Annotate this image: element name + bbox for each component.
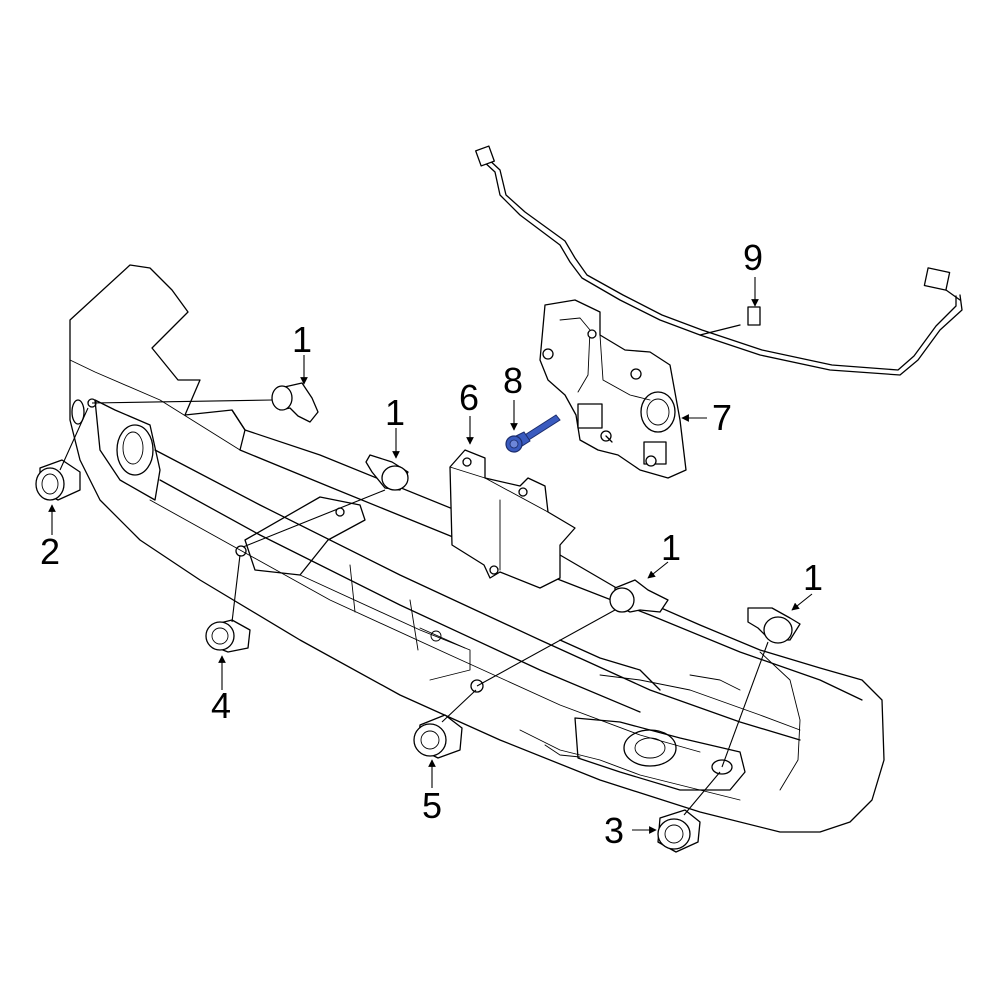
bezel-center-right: [413, 714, 463, 759]
sensor-right: [747, 607, 801, 644]
leader-lines: [59, 399, 769, 816]
bolt: [505, 414, 561, 453]
callout-7: 7: [712, 397, 732, 438]
callout-2: 2: [40, 531, 60, 572]
callout-4: 4: [211, 685, 231, 726]
wiring-harness: [475, 145, 963, 376]
bezel-center-left: [205, 619, 251, 653]
callout-1-center-left: 1: [385, 392, 405, 433]
callout-8: 8: [503, 360, 523, 401]
harness-clip: [747, 306, 761, 326]
callout-3: 3: [604, 810, 624, 851]
callout-labels: 1 1 1 1 2 3 4 5 6 7 8 9: [40, 237, 823, 851]
callout-1-right: 1: [803, 557, 823, 598]
sensor-top-left: [271, 382, 319, 423]
bezel-left: [35, 459, 81, 501]
callout-6: 6: [459, 377, 479, 418]
bracket: [539, 299, 687, 479]
callout-1-center-right: 1: [661, 527, 681, 568]
callout-9: 9: [743, 237, 763, 278]
callout-5: 5: [422, 785, 442, 826]
callout-arrows: [48, 277, 813, 834]
callout-1-top-left: 1: [292, 319, 312, 360]
bezel-right: [657, 809, 701, 853]
sensor-center-left: [365, 454, 409, 491]
control-module: [449, 449, 576, 589]
sensor-center-right: [609, 579, 669, 613]
